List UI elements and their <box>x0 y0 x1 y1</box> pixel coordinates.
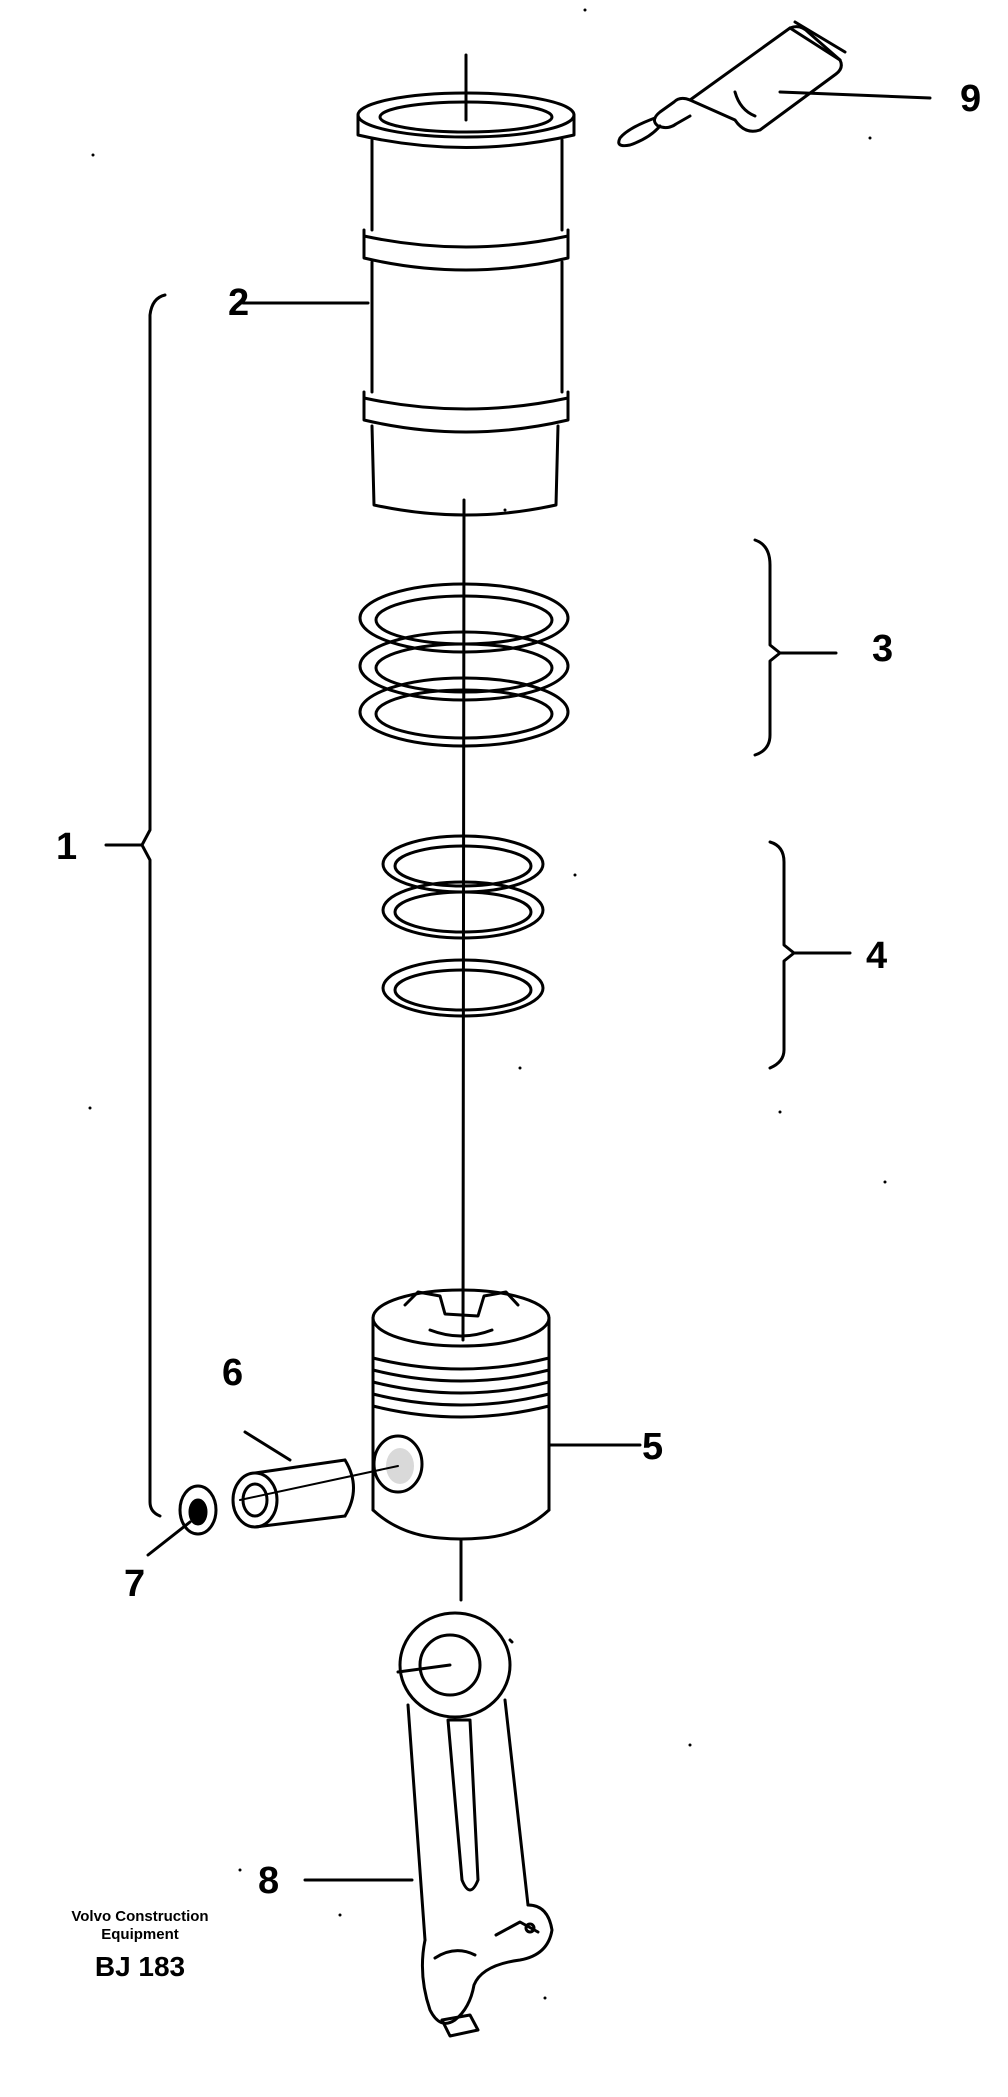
liner-seal-rings <box>358 582 570 748</box>
callout-1: 1 <box>56 826 78 868</box>
piston-pin <box>231 1458 399 1529</box>
assembly-axis <box>459 53 468 1602</box>
company-name-line1: Volvo Construction <box>71 1908 209 1925</box>
bracket-3 <box>753 538 782 757</box>
drawing-footer: Volvo Construction Equipment BJ 183 <box>40 1908 240 1982</box>
callout-6: 6 <box>222 1352 244 1394</box>
callout-4: 4 <box>866 935 888 977</box>
callout-3: 3 <box>872 628 894 670</box>
leader-lines <box>104 90 932 1882</box>
connecting-rod <box>396 1611 554 2038</box>
callout-2: 2 <box>228 282 250 324</box>
callout-9: 9 <box>960 78 982 120</box>
bracket-4 <box>768 840 796 1070</box>
sealant-tube <box>617 20 847 148</box>
cylinder-liner <box>356 91 576 517</box>
piston <box>371 1288 551 1541</box>
bracket-1 <box>140 293 167 1518</box>
circlip <box>178 1484 218 1536</box>
scan-speckles <box>88 8 887 2000</box>
callout-8: 8 <box>258 1860 280 1902</box>
piston-rings <box>381 834 545 1018</box>
drawing-code: BJ 183 <box>94 1951 186 1982</box>
callout-5: 5 <box>642 1426 664 1468</box>
company-name-line2: Equipment <box>101 1926 179 1943</box>
callout-7: 7 <box>124 1563 146 1605</box>
